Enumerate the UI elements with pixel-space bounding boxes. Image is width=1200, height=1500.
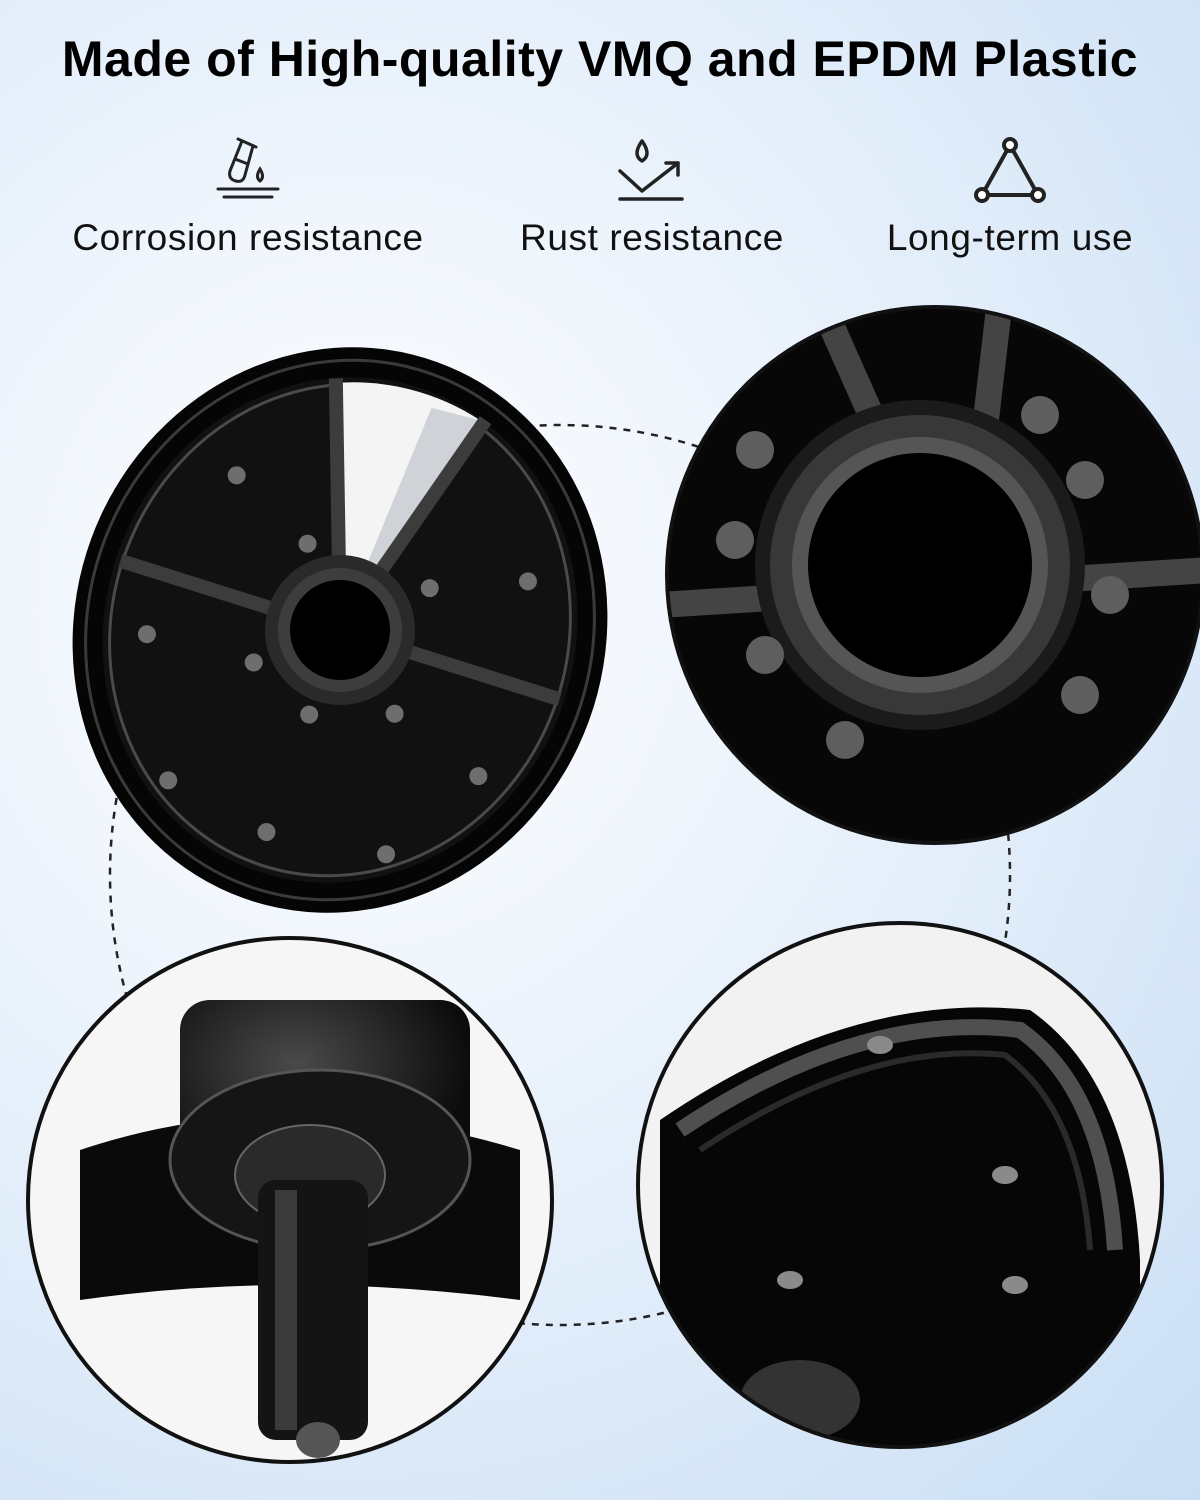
triangle-nodes-icon: [974, 137, 1046, 203]
zoom-center-ring: [667, 307, 1200, 843]
feature-longterm: Long-term use: [810, 135, 1200, 259]
feature-rust: Rust resistance: [452, 135, 852, 259]
zoom-handle: [28, 938, 552, 1462]
feature-label: Rust resistance: [520, 217, 784, 258]
feature-label: Corrosion resistance: [72, 217, 424, 258]
test-tube-drop-icon: [216, 137, 280, 199]
page-title: Made of High-quality VMQ and EPDM Plasti…: [61, 31, 1139, 87]
feature-corrosion: Corrosion resistance: [48, 135, 448, 259]
drop-arrow-icon: [618, 139, 684, 201]
zoom-rim: [638, 923, 1162, 1447]
feature-label: Long-term use: [886, 217, 1134, 258]
filter-lid-photo: [72, 347, 608, 913]
dashed-connector-circle: [108, 423, 1012, 1327]
